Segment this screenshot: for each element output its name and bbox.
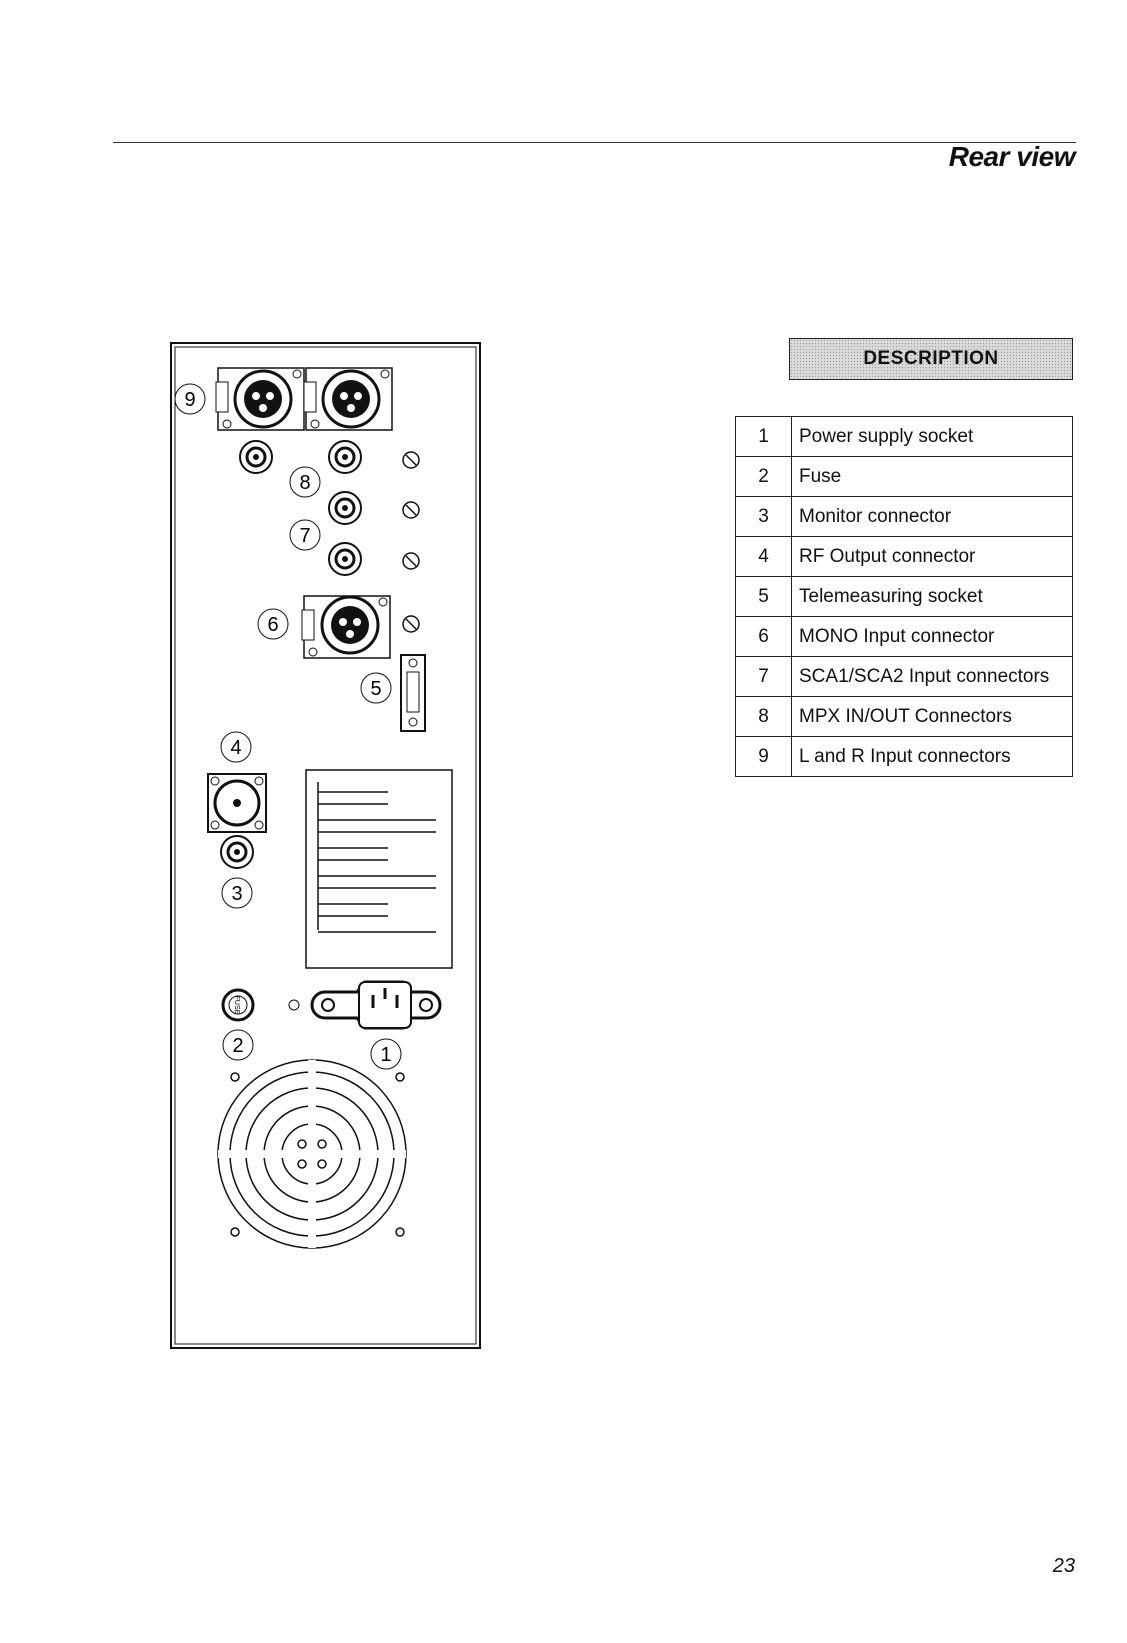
xlr-connector-right <box>304 368 392 430</box>
legend-number: 7 <box>736 657 792 697</box>
table-row: 9 L and R Input connectors <box>736 737 1073 777</box>
legend-table: 1 Power supply socket 2 Fuse 3 Monitor c… <box>735 416 1073 777</box>
legend-number: 2 <box>736 457 792 497</box>
svg-text:1: 1 <box>380 1044 391 1066</box>
fan-grille <box>218 1060 406 1248</box>
callout-6: 6 <box>258 609 288 639</box>
callout-2: 2 <box>223 1030 253 1060</box>
svg-text:6: 6 <box>267 614 278 636</box>
description-header: DESCRIPTION <box>789 338 1073 380</box>
screw-icons <box>403 452 419 632</box>
table-row: 5 Telemeasuring socket <box>736 577 1073 617</box>
legend-number: 3 <box>736 497 792 537</box>
fuse-label: FUSE <box>233 996 240 1015</box>
legend-label: MPX IN/OUT Connectors <box>792 697 1073 737</box>
rf-output-connector <box>208 774 266 832</box>
legend-number: 9 <box>736 737 792 777</box>
svg-text:3: 3 <box>231 883 242 905</box>
legend-label: RF Output connector <box>792 537 1073 577</box>
page-number: 23 <box>1053 1555 1075 1578</box>
table-row: 7 SCA1/SCA2 Input connectors <box>736 657 1073 697</box>
power-supply-socket <box>312 982 440 1028</box>
bnc-connector-sca2 <box>329 543 361 575</box>
callout-9: 9 <box>175 384 205 414</box>
legend-label: SCA1/SCA2 Input connectors <box>792 657 1073 697</box>
callout-4: 4 <box>221 732 251 762</box>
callout-5: 5 <box>361 673 391 703</box>
table-row: 1 Power supply socket <box>736 417 1073 457</box>
callout-3: 3 <box>222 878 252 908</box>
legend-number: 8 <box>736 697 792 737</box>
bnc-connector-sca1 <box>329 492 361 524</box>
svg-text:9: 9 <box>184 389 195 411</box>
xlr-connector-mono <box>302 596 390 658</box>
table-row: 8 MPX IN/OUT Connectors <box>736 697 1073 737</box>
table-row: 4 RF Output connector <box>736 537 1073 577</box>
callout-1: 1 <box>371 1039 401 1069</box>
led-indicator <box>289 1000 299 1010</box>
heatsink <box>306 770 452 968</box>
table-row: 3 Monitor connector <box>736 497 1073 537</box>
bnc-connector-mpx-left <box>240 441 272 473</box>
table-row: 6 MONO Input connector <box>736 617 1073 657</box>
callout-markers: 9 8 7 6 5 4 3 2 1 <box>175 384 401 1069</box>
svg-text:4: 4 <box>230 737 241 759</box>
legend-label: MONO Input connector <box>792 617 1073 657</box>
page-title: Rear view <box>949 141 1075 173</box>
legend-number: 5 <box>736 577 792 617</box>
svg-text:7: 7 <box>299 525 310 547</box>
rear-panel-diagram: FUSE 9 8 7 6 5 <box>170 342 482 1350</box>
legend-label: Monitor connector <box>792 497 1073 537</box>
svg-text:5: 5 <box>370 678 381 700</box>
xlr-connector-left <box>216 368 304 430</box>
legend-number: 6 <box>736 617 792 657</box>
legend-number: 4 <box>736 537 792 577</box>
legend-label: L and R Input connectors <box>792 737 1073 777</box>
svg-text:8: 8 <box>299 472 310 494</box>
header-rule <box>113 142 1076 143</box>
bnc-connector-monitor <box>221 836 253 868</box>
fuse-holder: FUSE <box>223 990 253 1020</box>
legend-label: Power supply socket <box>792 417 1073 457</box>
dsub-telemeasuring-socket <box>401 655 425 731</box>
legend-label: Fuse <box>792 457 1073 497</box>
legend-label: Telemeasuring socket <box>792 577 1073 617</box>
callout-8: 8 <box>290 467 320 497</box>
legend-number: 1 <box>736 417 792 457</box>
table-row: 2 Fuse <box>736 457 1073 497</box>
callout-7: 7 <box>290 520 320 550</box>
svg-text:2: 2 <box>232 1035 243 1057</box>
bnc-connector-mpx-right <box>329 441 361 473</box>
